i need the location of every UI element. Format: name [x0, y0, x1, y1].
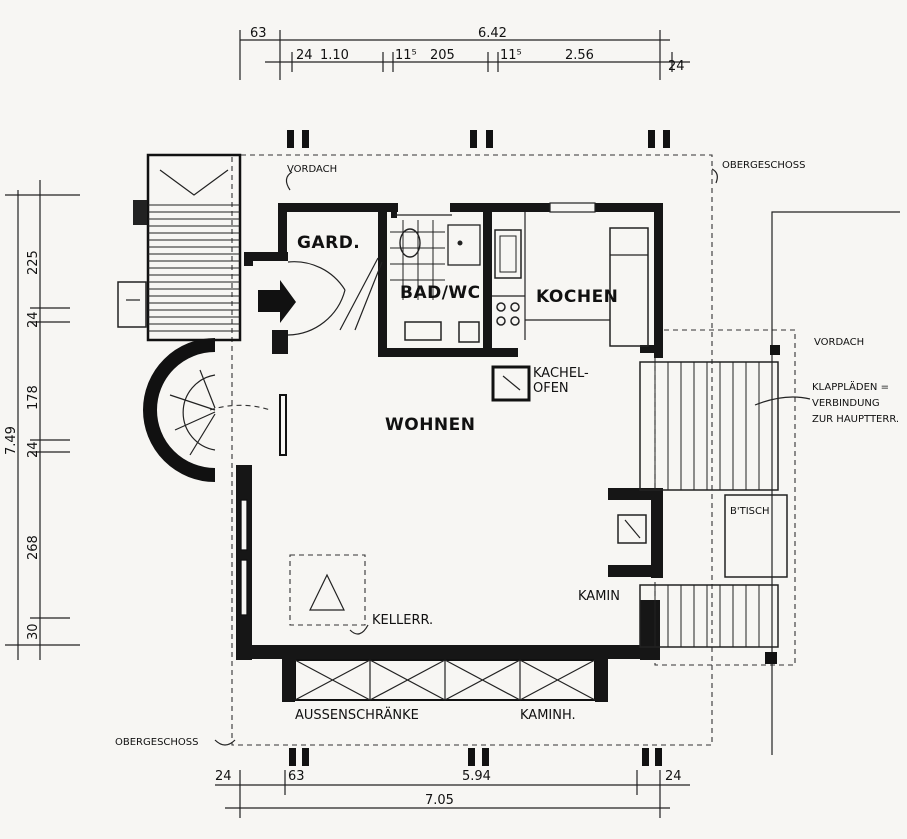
dim-top-63: 63: [250, 26, 267, 41]
dim-top-205: 205: [430, 48, 455, 63]
label-kellerr: KELLERR.: [372, 613, 433, 628]
spiral-stair: [143, 338, 287, 482]
arrow-kellerr: [349, 624, 369, 635]
dim-left-225: 225: [26, 250, 41, 275]
dim-top-115a: 11⁵: [395, 48, 417, 63]
dim-top-24b: 24: [668, 59, 685, 74]
label-vordach-top: VORDACH: [287, 164, 337, 175]
dim-top-total: 6.42: [478, 26, 507, 41]
bottom-dimension-chain: 24 63 5.94 24 7.05: [215, 769, 690, 818]
note-klapplaeden-1: KLAPPLÄDEN =: [812, 380, 889, 393]
room-label-gard: GARD.: [297, 233, 360, 253]
exterior-stair-top: [117, 153, 242, 342]
dim-left-268: 268: [26, 535, 41, 560]
dim-top-115b: 11⁵: [500, 48, 522, 63]
dim-left-178: 178: [26, 385, 41, 410]
dim-left-30: 30: [26, 623, 41, 640]
obergeschoss-outline: [231, 154, 713, 746]
dim-top-24a: 24: [296, 48, 313, 63]
label-kaminh: KAMINH.: [520, 708, 576, 723]
dim-bottom-total: 7.05: [425, 793, 454, 808]
dim-top-256: 2.56: [565, 48, 594, 63]
top-dimension-chain: 63 6.42 24 1.10 11⁵ 205 11⁵ 2.56 24: [239, 26, 690, 80]
dim-top-110: 1.10: [320, 48, 349, 63]
dim-left-total: 7.49: [4, 426, 19, 455]
cellar-hatch: [289, 554, 366, 626]
dim-bottom-24b: 24: [665, 769, 682, 784]
dim-left-24b: 24: [26, 441, 41, 458]
dim-bottom-63: 63: [288, 769, 305, 784]
kitchen-fittings: [492, 202, 649, 347]
left-dimension-chain: 7.49 225 24 178 24 268 30: [4, 180, 80, 660]
entrance-door: [258, 261, 346, 336]
arrow-klapplaeden: [754, 396, 811, 406]
note-klapplaeden-3: ZUR HAUPTTERR.: [812, 414, 899, 425]
dim-bottom-24a: 24: [215, 769, 232, 784]
label-btisch: B'TISCH: [730, 506, 770, 517]
arrow-obergeschoss-top: [711, 168, 718, 184]
dim-left-24a: 24: [26, 311, 41, 328]
arrow-vordach-top: [285, 171, 293, 191]
vordach-right-outline: [654, 329, 796, 666]
room-label-wohnen: WOHNEN: [385, 415, 476, 435]
arrow-obergeschoss-bottom: [214, 739, 236, 746]
label-kachelofen-2: OFEN: [533, 381, 569, 396]
terrace-decking: [617, 361, 788, 648]
window-marks: [240, 130, 780, 766]
label-aussenschraenke: AUSSENSCHRÄNKE: [295, 707, 419, 723]
bath-kitchen-walls: [339, 212, 518, 357]
label-kamin: KAMIN: [578, 589, 620, 604]
kachelofen: [491, 365, 531, 402]
dim-bottom-594: 5.94: [462, 769, 491, 784]
label-kachelofen-1: KACHEL-: [533, 366, 589, 381]
bath-tile-grid: [390, 220, 481, 343]
room-label-bad-wc: BAD/WC: [400, 283, 481, 303]
label-vordach-right: VORDACH: [814, 337, 864, 348]
room-label-kochen: KOCHEN: [536, 287, 618, 307]
label-obergeschoss-bottom: OBERGESCHOSS: [115, 737, 198, 748]
label-obergeschoss-top: OBERGESCHOSS: [722, 160, 805, 171]
outside-cabinets: [282, 658, 608, 702]
note-klapplaeden-2: VERBINDUNG: [812, 398, 880, 409]
neighbor-boundary: [771, 211, 900, 755]
